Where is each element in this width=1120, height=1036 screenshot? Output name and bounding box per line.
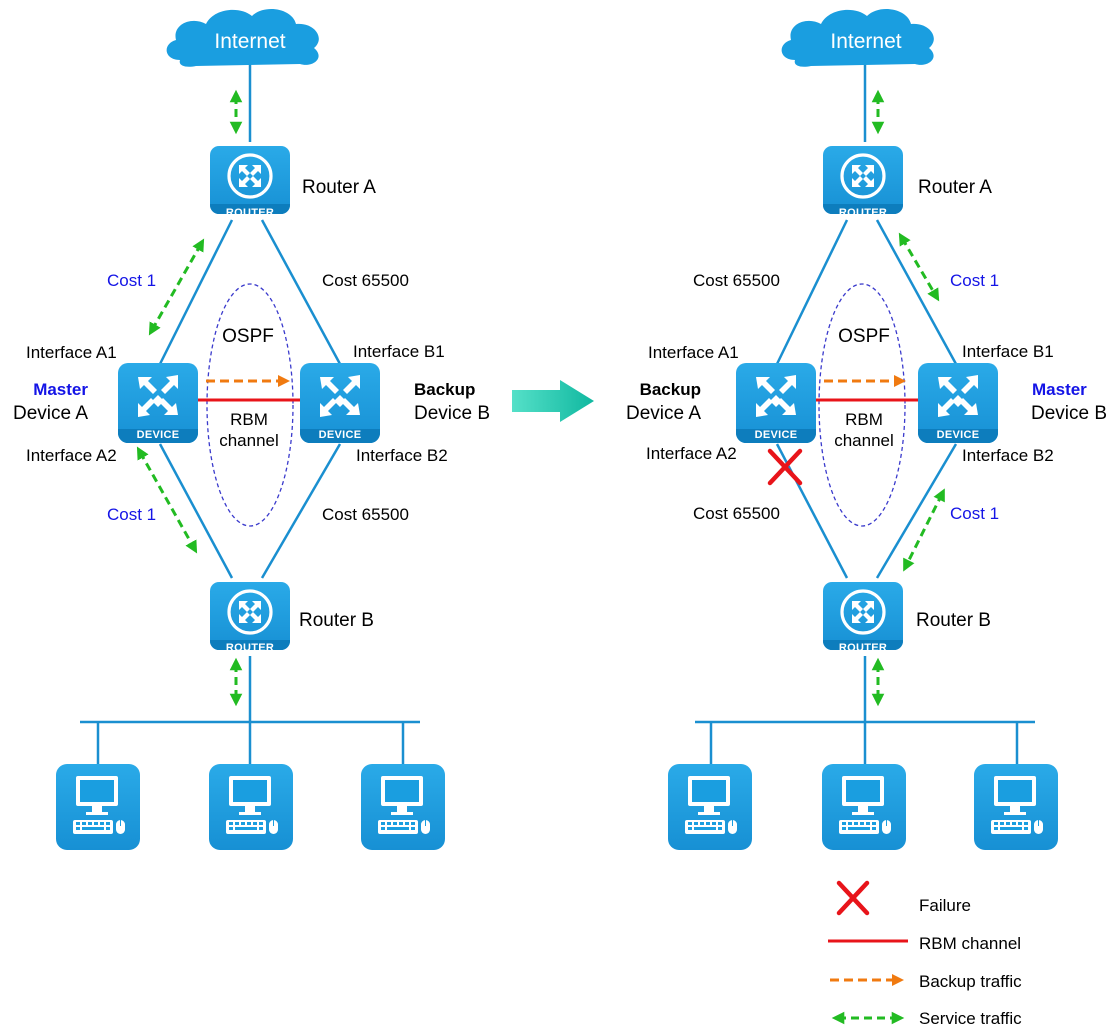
left-pc-1-icon[interactable] (56, 764, 140, 850)
left-cost-b-up: Cost 65500 (322, 271, 409, 290)
left-link-device-a-router-b (158, 443, 234, 579)
left-device-a[interactable]: DEVICE (118, 363, 198, 443)
right-ospf-label: OSPF (838, 326, 890, 347)
left-interface-b1: Interface B1 (353, 342, 445, 361)
right-router-b-icon (823, 580, 903, 652)
right-interface-a2: Interface A2 (646, 444, 737, 463)
right-router-b-caption: ROUTER (839, 642, 887, 654)
legend-failure-label: Failure (919, 896, 971, 915)
left-cost-b-down: Cost 65500 (322, 505, 409, 524)
left-router-a[interactable]: ROUTER (210, 144, 290, 219)
right-panel: Internet ROUTER Router A DEVICE DEVICE R… (626, 9, 1107, 850)
left-router-a-label: Router A (302, 177, 376, 198)
left-router-a-icon (210, 144, 290, 216)
right-ospf-area (818, 283, 906, 527)
right-rbm-label-1: RBM (845, 410, 883, 429)
right-interface-b2: Interface B2 (962, 446, 1054, 465)
left-service-arrow-cost1-up (148, 238, 205, 336)
left-interface-a1: Interface A1 (26, 343, 117, 362)
transition-arrow-icon (512, 380, 594, 422)
left-link-router-a-device-b (260, 219, 342, 365)
legend: Failure RBM channel Backup traffic Servi… (828, 880, 1022, 1028)
left-service-traffic (136, 89, 243, 707)
left-cost-a-up: Cost 1 (107, 271, 156, 290)
left-device-b[interactable]: DEVICE (300, 363, 380, 443)
left-role-b: Backup (414, 380, 475, 399)
right-pc-2-icon[interactable] (822, 764, 906, 850)
right-role-b: Master (1032, 380, 1087, 399)
right-role-a: Backup (640, 380, 701, 399)
left-device-a-caption: DEVICE (137, 429, 180, 441)
right-cost-a-down: Cost 65500 (693, 504, 780, 523)
legend-backup-label: Backup traffic (919, 972, 1022, 991)
left-panel: Internet ROUTER Router A DEVICE DEVICE R… (13, 9, 490, 850)
right-link-router-a-device-a (775, 219, 849, 365)
right-service-arrow-cost1-down (903, 488, 945, 572)
left-device-b-caption: DEVICE (319, 429, 362, 441)
left-router-b[interactable]: ROUTER (210, 580, 290, 654)
right-device-b-label: Device B (1031, 403, 1107, 424)
left-cost-a-down: Cost 1 (107, 505, 156, 524)
right-router-a-label: Router A (918, 177, 992, 198)
left-router-b-label: Router B (299, 610, 374, 631)
left-role-a: Master (33, 380, 88, 399)
right-cost-b-up: Cost 1 (950, 271, 999, 290)
right-pc-1-icon[interactable] (668, 764, 752, 850)
left-service-arrow-cost1-down (136, 446, 198, 554)
right-pc-3-icon[interactable] (974, 764, 1058, 850)
left-ospf-label: OSPF (222, 326, 274, 347)
right-device-a-caption: DEVICE (755, 429, 798, 441)
right-router-a-caption: ROUTER (839, 207, 887, 219)
right-interface-b1: Interface B1 (962, 342, 1054, 361)
left-pc-2-icon[interactable] (209, 764, 293, 850)
right-router-a-icon (823, 144, 903, 216)
left-router-b-caption: ROUTER (226, 642, 274, 654)
right-failure-x-icon (767, 448, 803, 486)
left-router-a-caption: ROUTER (226, 207, 274, 219)
right-link-device-b-router-b (875, 443, 958, 579)
left-pc-3-icon[interactable] (361, 764, 445, 850)
legend-service-label: Service traffic (919, 1009, 1022, 1028)
left-interface-b2: Interface B2 (356, 446, 448, 465)
right-rbm-label-2: channel (834, 431, 894, 450)
right-internet-cloud-icon: Internet (781, 9, 934, 67)
right-device-b-caption: DEVICE (937, 429, 980, 441)
right-service-arrow-cost1-up (898, 232, 940, 302)
left-internet-label: Internet (214, 30, 285, 53)
left-internet-cloud-icon: Internet (166, 9, 319, 67)
right-internet-label: Internet (830, 30, 901, 53)
right-router-b-label: Router B (916, 610, 991, 631)
legend-rbm-label: RBM channel (919, 934, 1021, 953)
right-service-traffic (871, 89, 945, 707)
right-router-a[interactable]: ROUTER (823, 144, 903, 219)
left-rbm-label-1: RBM (230, 410, 268, 429)
right-router-b[interactable]: ROUTER (823, 580, 903, 654)
right-cost-b-down: Cost 1 (950, 504, 999, 523)
left-device-a-label: Device A (13, 403, 88, 424)
right-device-a[interactable]: DEVICE (736, 363, 816, 443)
right-interface-a1: Interface A1 (648, 343, 739, 362)
legend-failure-x-icon (836, 880, 870, 916)
left-router-b-icon (210, 580, 290, 652)
right-device-a-label: Device A (626, 403, 701, 424)
left-ospf-area (206, 283, 294, 527)
left-interface-a2: Interface A2 (26, 446, 117, 465)
right-device-b[interactable]: DEVICE (918, 363, 998, 443)
left-link-device-b-router-b (260, 443, 342, 579)
left-device-b-label: Device B (414, 403, 490, 424)
right-cost-a-up: Cost 65500 (693, 271, 780, 290)
left-rbm-label-2: channel (219, 431, 279, 450)
